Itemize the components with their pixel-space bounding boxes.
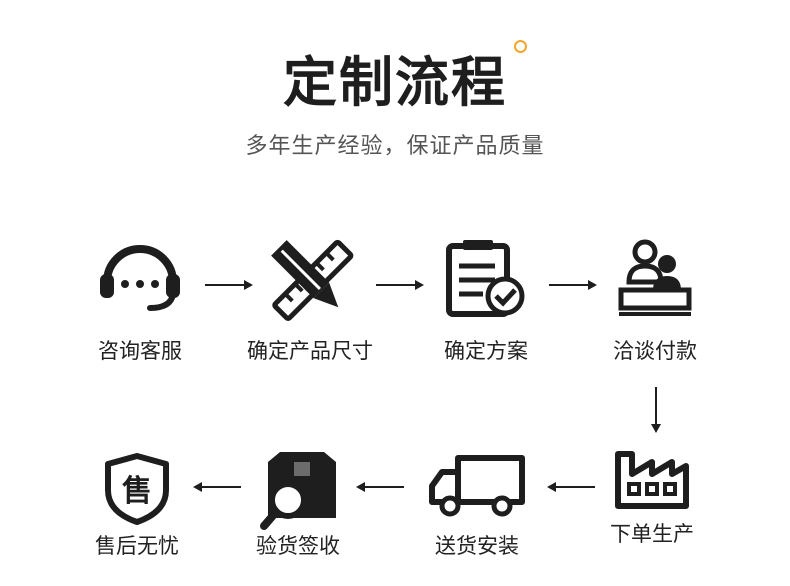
step-label-inspection: 验货签收 [256, 534, 340, 558]
step-label-payment: 洽谈付款 [613, 339, 697, 363]
arrow-right-icon [376, 280, 424, 290]
arrow-left-icon [356, 482, 404, 492]
step-label-consult: 咨询客服 [98, 339, 182, 363]
shield-sale-icon: 售 [102, 452, 172, 526]
page-title: 定制流程 [283, 51, 507, 114]
step-label-aftersales: 售后无忧 [95, 534, 179, 558]
arrow-right-icon [205, 280, 253, 290]
step-label-delivery: 送货安装 [435, 534, 519, 558]
arrow-down-icon [651, 387, 661, 433]
accent-dot [514, 40, 527, 53]
arrow-left-icon [193, 482, 241, 492]
step-label-plan: 确定方案 [444, 339, 528, 363]
arrow-left-icon [547, 482, 595, 492]
factory-icon [615, 451, 689, 509]
delivery-truck-icon [429, 455, 525, 517]
box-inspect-icon [260, 452, 336, 530]
headset-icon [100, 245, 180, 311]
pencil-ruler-icon [271, 239, 354, 321]
shield-sale-text: 售 [122, 474, 152, 509]
meeting-icon [618, 239, 692, 316]
page-subtitle: 多年生产经验，保证产品质量 [245, 134, 545, 159]
step-label-size: 确定产品尺寸 [247, 339, 373, 363]
step-label-production: 下单生产 [610, 522, 694, 546]
clipboard-check-icon [446, 240, 525, 317]
arrow-right-icon [549, 280, 597, 290]
